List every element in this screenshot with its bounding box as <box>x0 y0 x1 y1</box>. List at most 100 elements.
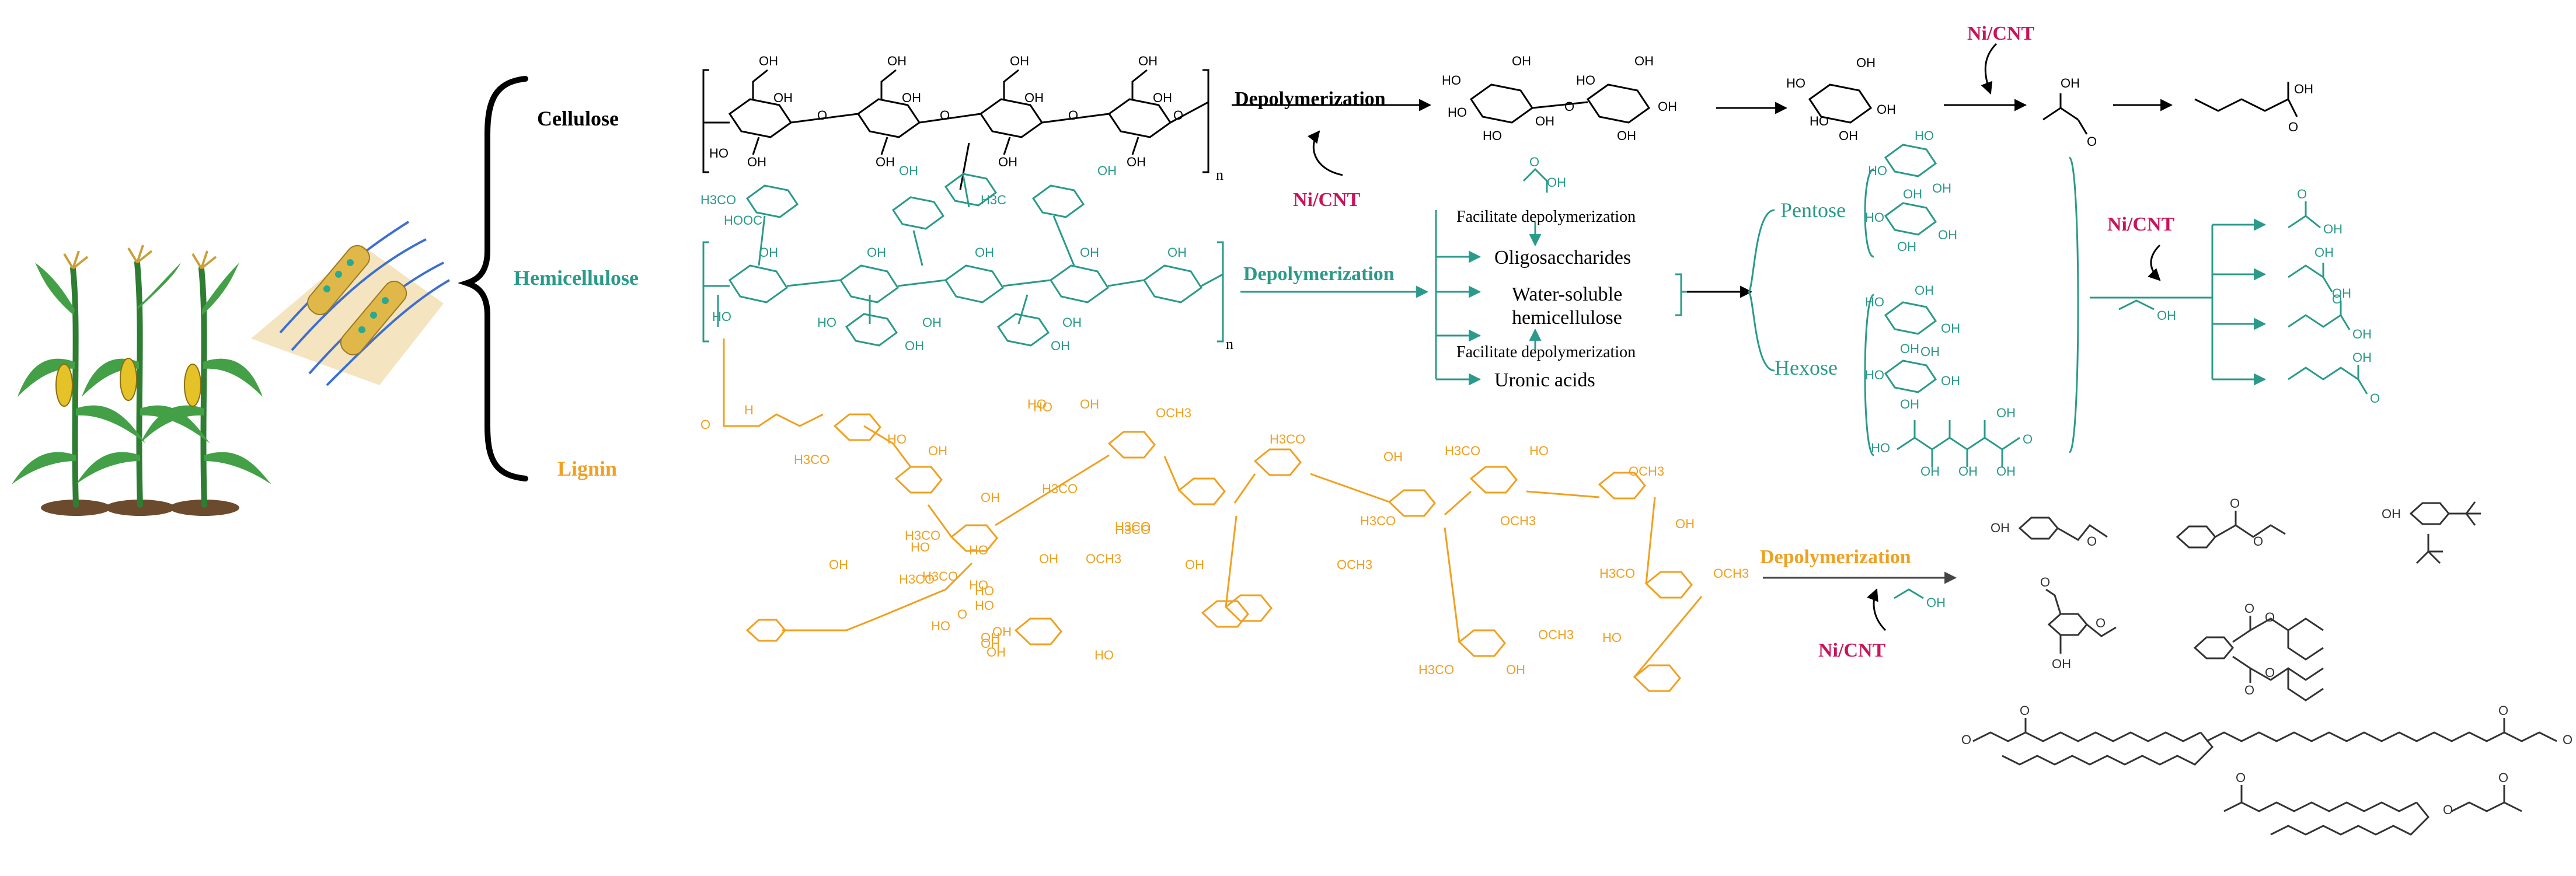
uronic-acids-label: Uronic acids <box>1494 369 1595 391</box>
lignin-product-atom-labels: OH O O O OH O OH O O O O O O O O O O O O <box>1961 496 2572 817</box>
svg-text:OH: OH <box>1996 406 2016 420</box>
svg-text:OH: OH <box>922 315 942 330</box>
svg-text:OCH3: OCH3 <box>1713 566 1749 581</box>
svg-text:O: O <box>2236 770 2246 785</box>
hemicellulose-n-subscript: n <box>1226 336 1233 353</box>
svg-text:OH: OH <box>2314 245 2334 260</box>
svg-text:O: O <box>2023 432 2033 446</box>
svg-text:H3CO: H3CO <box>1418 662 1454 677</box>
svg-text:H3C: H3C <box>981 193 1006 207</box>
svg-text:OH: OH <box>887 54 907 68</box>
svg-text:OH: OH <box>1856 55 1876 70</box>
hemicellulose-polymer-structure <box>702 173 1224 347</box>
svg-text:HO: HO <box>1865 295 1884 309</box>
svg-text:OH: OH <box>2382 507 2401 521</box>
svg-text:OH: OH <box>1617 128 1636 143</box>
svg-text:OH: OH <box>2052 657 2071 671</box>
facilitate-top-label: Facilitate depolymerization <box>1456 208 1636 226</box>
svg-text:OH: OH <box>1127 155 1146 169</box>
svg-text:HO: HO <box>969 543 988 557</box>
svg-text:HO: HO <box>1576 73 1595 88</box>
acid-product-atom-labels: O OH OH O OH OH OH O <box>2297 187 2380 406</box>
glucose-atom-labels: HO OH HO HO OH O HO OH OH OH HO OH HO OH… <box>1442 54 1896 143</box>
svg-text:HO: HO <box>1448 105 1467 120</box>
svg-text:OCH3: OCH3 <box>1629 464 1664 479</box>
svg-text:O: O <box>2244 601 2254 616</box>
cellulose-catalyst-label: Ni/CNT <box>1293 189 1361 211</box>
svg-text:OH: OH <box>981 636 1000 651</box>
svg-text:OH: OH <box>992 624 1012 639</box>
hemicellulose-depoly-label: Depolymerization <box>1243 263 1395 285</box>
svg-text:HO: HO <box>1786 76 1805 90</box>
svg-text:OH: OH <box>2352 327 2372 341</box>
svg-text:O: O <box>2230 496 2240 511</box>
hemicellulose-label: Hemicellulose <box>514 266 639 289</box>
svg-text:HO: HO <box>817 315 836 330</box>
ethanol-oh-label-lignin: OH <box>1926 595 1946 610</box>
cellulose-atom-labels: OH OH OH OH HO OH OH OH OH OH OH OH OH O… <box>709 54 1183 169</box>
svg-text:OH: OH <box>1383 449 1403 464</box>
svg-text:O: O <box>2498 703 2508 718</box>
svg-text:OH: OH <box>759 54 778 68</box>
svg-text:OCH3: OCH3 <box>1086 552 1121 566</box>
svg-text:OH: OH <box>1900 341 1919 356</box>
svg-text:OH: OH <box>1920 344 1940 359</box>
svg-text:OH: OH <box>1634 54 1654 68</box>
corn-plants-illustration <box>12 245 271 516</box>
svg-text:HO: HO <box>1483 128 1502 143</box>
svg-text:OH: OH <box>899 163 918 178</box>
svg-text:OH: OH <box>905 338 924 353</box>
svg-text:HO: HO <box>1033 400 1052 414</box>
svg-text:HO: HO <box>975 584 994 598</box>
lignin-catalyst-label: Ni/CNT <box>1818 640 1886 661</box>
svg-text:OH: OH <box>1024 90 1044 105</box>
cellulose-catalyst-arrow <box>1308 130 1343 176</box>
svg-text:H3CO: H3CO <box>1115 522 1151 537</box>
svg-text:OH: OH <box>1938 228 1957 242</box>
lignin-catalyst-arrow <box>1867 588 1887 631</box>
svg-text:OH: OH <box>1675 516 1695 531</box>
svg-text:H3CO: H3CO <box>1445 444 1480 458</box>
svg-text:O: O <box>1068 108 1078 123</box>
svg-text:OH: OH <box>1897 239 1916 254</box>
svg-text:OH: OH <box>876 155 895 169</box>
svg-text:OH: OH <box>1991 521 2010 535</box>
svg-text:OH: OH <box>1877 102 1896 117</box>
svg-text:OH: OH <box>981 490 1000 505</box>
svg-text:H3CO: H3CO <box>922 569 958 584</box>
svg-text:O: O <box>2498 770 2508 785</box>
svg-text:HO: HO <box>931 619 950 633</box>
svg-text:HO: HO <box>709 146 728 160</box>
svg-text:OH: OH <box>829 557 848 572</box>
svg-text:OH: OH <box>902 90 921 105</box>
sugar-atom-labels: HO OH HO OH HO OH OH OH HO OH OH OH HO O… <box>1865 128 2033 479</box>
svg-text:OH: OH <box>1051 338 1070 353</box>
svg-text:OH: OH <box>1996 464 2016 479</box>
svg-text:OH: OH <box>1932 181 1951 196</box>
svg-text:HOOC: HOOC <box>724 213 762 228</box>
svg-text:O: O <box>2443 802 2453 817</box>
lignin-atom-labels: O H H3CO OH HO HO OH OCH3 H3CO H3CO OH H… <box>700 397 1749 677</box>
svg-text:OH: OH <box>928 444 947 458</box>
svg-text:O: O <box>2332 292 2342 306</box>
cellulose-n-subscript: n <box>1216 166 1223 183</box>
svg-text:OCH3: OCH3 <box>1337 557 1372 572</box>
svg-text:OH: OH <box>1153 90 1172 105</box>
water-soluble-label-1: Water-soluble <box>1512 284 1622 305</box>
acid-product-branches <box>2211 201 2368 395</box>
ethanol-structure-top <box>2118 299 2155 310</box>
ethanol-structure-lignin <box>1894 588 1924 599</box>
svg-text:HO: HO <box>712 309 731 324</box>
lignin-label: Lignin <box>557 457 617 480</box>
svg-text:OH: OH <box>1062 315 1082 330</box>
svg-text:OH: OH <box>1658 99 1677 114</box>
svg-text:HO: HO <box>1865 210 1884 225</box>
svg-text:OH: OH <box>867 245 886 260</box>
svg-text:H3CO: H3CO <box>1115 519 1151 534</box>
svg-text:O: O <box>2265 665 2275 680</box>
svg-text:O: O <box>2370 391 2380 406</box>
top-catalyst-label: Ni/CNT <box>1967 23 2035 44</box>
hexose-label: Hexose <box>1775 356 1838 379</box>
svg-text:H3CO: H3CO <box>899 572 935 587</box>
